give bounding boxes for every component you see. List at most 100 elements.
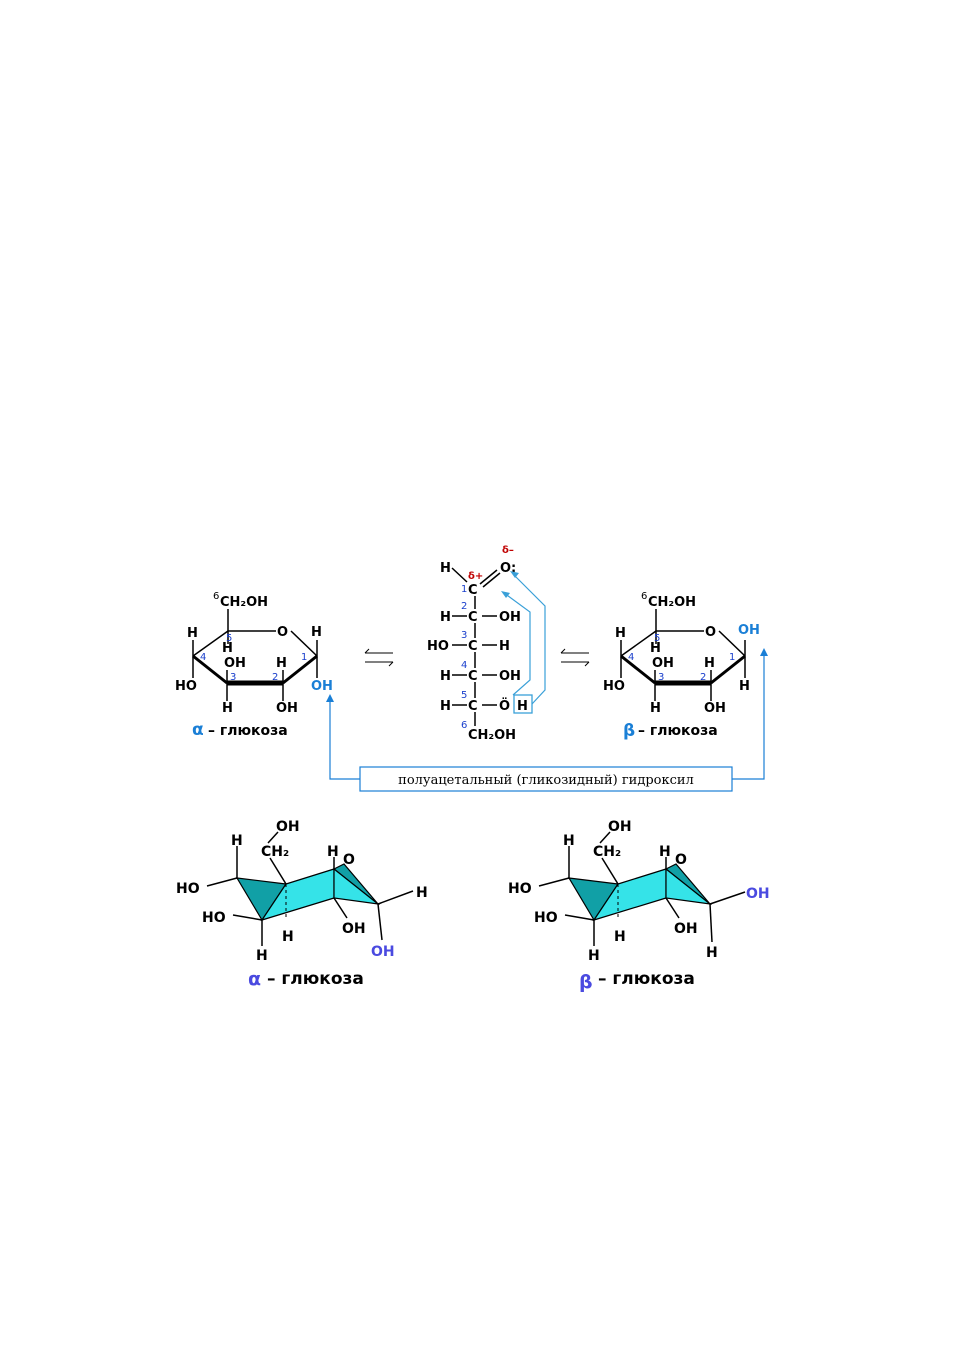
c6-number: 6 — [461, 720, 467, 731]
beta-glucose-label: – глюкоза — [598, 969, 695, 989]
ring-bond — [290, 630, 318, 657]
nucleophilic-attack-arrow — [503, 592, 531, 696]
chair-face-right-light — [333, 867, 381, 905]
alpha-glucose-label: – глюкоза — [208, 723, 288, 739]
ring-bond — [192, 630, 229, 657]
alpha-chair-structure: OH CH₂ H HO HO H H H O OH H OH α – глюко… — [176, 819, 428, 990]
ring-oxygen: O — [675, 852, 687, 868]
c4-ho: HO — [176, 881, 200, 897]
c4-number: 4 — [461, 660, 467, 671]
c4-h: H — [231, 833, 243, 849]
c1-anomeric-oh: OH — [738, 623, 760, 638]
c3-ho: HO — [427, 639, 449, 654]
c2-number: 2 — [461, 601, 467, 612]
h-c1-bond — [451, 567, 468, 583]
c2-h: H — [440, 610, 451, 625]
alpha-haworth-structure: 6 CH₂OH O 5 H H 4 HO OH 3 H H 2 OH H 1 O… — [175, 591, 333, 740]
c2-oh: OH — [674, 921, 698, 937]
carbonyl-bond — [479, 569, 498, 585]
c5-number: 5 — [226, 633, 232, 644]
c4: C — [468, 669, 478, 684]
ring-oxygen: O — [705, 625, 716, 640]
c2-number: 2 — [700, 672, 706, 683]
c1: C — [468, 583, 478, 598]
c1-anomeric-oh: OH — [371, 944, 395, 960]
proton-transfer-arrow — [512, 573, 546, 705]
beta-symbol: β — [579, 971, 593, 993]
c4-ho: HO — [603, 679, 625, 694]
carbonyl-bond — [482, 572, 501, 588]
c1-h: H — [416, 885, 428, 901]
c4-h: H — [563, 833, 575, 849]
c6-group: CH₂OH — [648, 595, 696, 610]
c6-ch2: CH₂ — [261, 844, 289, 860]
c2-oh: OH — [342, 921, 366, 937]
c3-h: H — [256, 948, 268, 964]
aldehyde-h: H — [440, 561, 451, 576]
c6-number: 6 — [213, 591, 219, 602]
c3-h: H — [499, 639, 510, 654]
c3-number: 3 — [461, 630, 467, 641]
c3-ho: HO — [202, 910, 226, 926]
beta-haworth-structure: 6 CH₂OH O 5 H H 4 HO OH 3 H H 2 OH OH 1 … — [603, 591, 760, 741]
c2-h: H — [282, 929, 294, 945]
c4-ho: HO — [175, 679, 197, 694]
c3-h: H — [222, 701, 233, 716]
c1-number: 1 — [729, 652, 735, 663]
c1-h: H — [706, 945, 718, 961]
c2-oh: OH — [499, 610, 521, 625]
delta-minus: δ– — [502, 545, 514, 556]
c2-oh: OH — [276, 701, 298, 716]
c3-number: 3 — [230, 672, 236, 683]
c4-number: 4 — [200, 652, 206, 663]
c4-ho: HO — [508, 881, 532, 897]
caption-box — [359, 766, 733, 792]
c4-h-top: H — [187, 626, 198, 641]
c5-hydroxyl-h: H — [517, 699, 528, 714]
hemiacetal-hydroxyl-callout: полуацетальный (гликозидный) гидроксил — [326, 648, 768, 792]
c5-h: H — [440, 699, 451, 714]
c5-oh: OH — [276, 819, 300, 835]
alpha-symbol: α — [248, 968, 261, 990]
beta-chair-structure: OH CH₂ H HO HO H H H O OH OH H β – глюко… — [508, 819, 770, 993]
c5-oxygen: Ö — [499, 698, 510, 714]
c5: C — [468, 699, 478, 714]
c2-h: H — [704, 656, 715, 671]
beta-glucose-label: – глюкоза — [638, 723, 718, 739]
c2-h: H — [614, 929, 626, 945]
c1-anomeric-oh: OH — [746, 886, 770, 902]
ring-bond — [192, 654, 228, 685]
c4-oh: OH — [499, 669, 521, 684]
c5-number: 5 — [461, 690, 467, 701]
c3-ho: HO — [534, 910, 558, 926]
alpha-symbol: α — [192, 720, 204, 740]
c6-group: CH₂OH — [220, 595, 268, 610]
c3-number: 3 — [658, 672, 664, 683]
c3-oh: OH — [652, 656, 674, 671]
c1-h: H — [311, 625, 322, 640]
c2-number: 2 — [272, 672, 278, 683]
c5-oh: OH — [608, 819, 632, 835]
c5-h: H — [659, 844, 671, 860]
c1-number: 1 — [301, 652, 307, 663]
c6-group: CH₂OH — [468, 728, 516, 743]
c3-h: H — [650, 701, 661, 716]
caption-text: полуацетальный (гликозидный) гидроксил — [398, 773, 694, 788]
callout-line-right — [732, 654, 765, 780]
c5-number: 5 — [654, 633, 660, 644]
c5-h: H — [222, 641, 233, 656]
callout-line-left — [329, 700, 360, 780]
c3-oh: OH — [224, 656, 246, 671]
c3: C — [468, 639, 478, 654]
c1-anomeric-oh: OH — [311, 679, 333, 694]
c1-number: 1 — [461, 584, 467, 595]
ring-oxygen: O — [343, 852, 355, 868]
c4-h-top: H — [615, 626, 626, 641]
ring-bond — [282, 654, 318, 685]
delta-plus: δ+ — [468, 571, 483, 582]
c2-oh: OH — [704, 701, 726, 716]
c5-h: H — [327, 844, 339, 860]
c6-ch2: CH₂ — [593, 844, 621, 860]
alpha-glucose-label: – глюкоза — [267, 969, 364, 989]
